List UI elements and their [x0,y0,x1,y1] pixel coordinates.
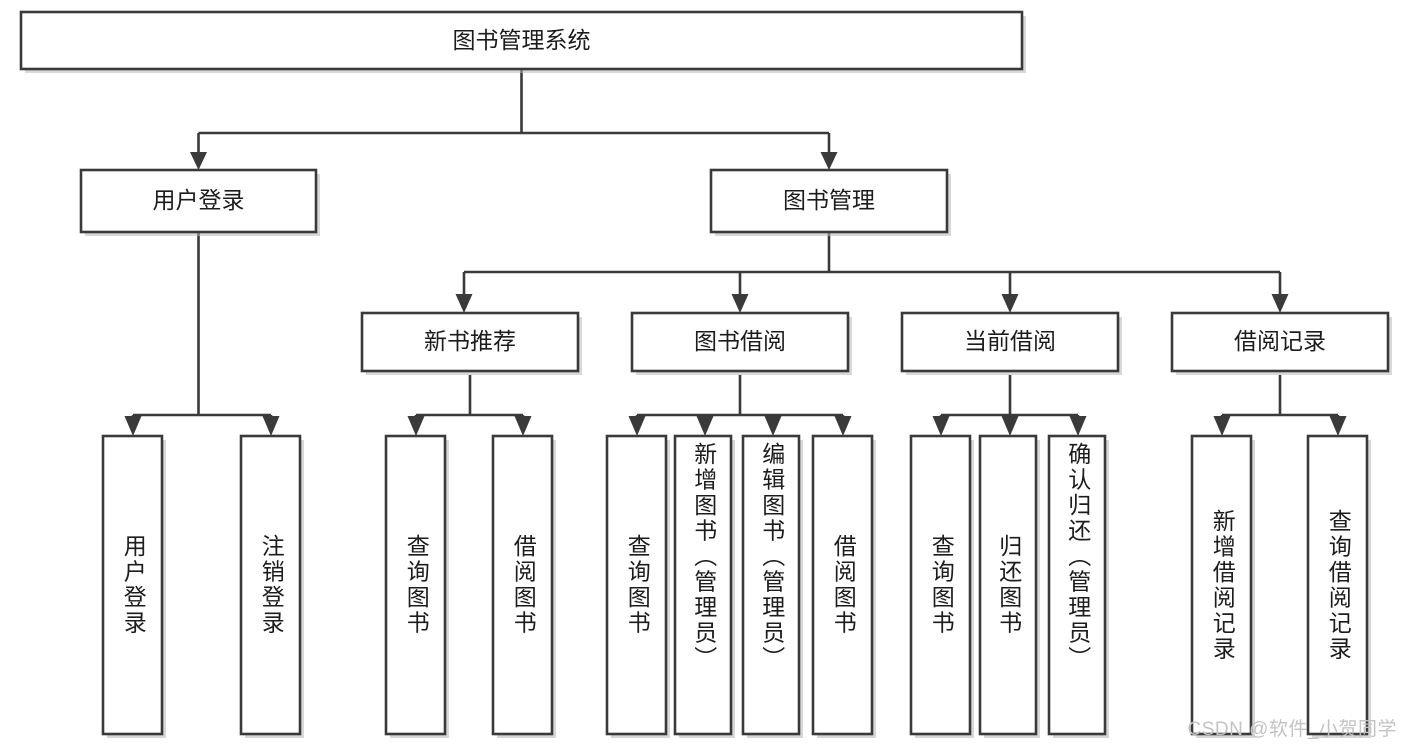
node-leaf-query-book-3-box[interactable] [909,434,972,736]
node-borrow-record[interactable]: 借阅记录 [1170,311,1392,375]
node-leaf-user-login-box[interactable] [101,434,164,736]
node-leaf-query-book-2[interactable] [605,434,670,738]
arrow-head-borrow-book-1 [514,416,532,436]
watermark: CSDN @软件_小贺同学 [1187,719,1397,740]
arrow-head-query-record [1329,416,1347,436]
arrow-head-query-book-3 [932,416,950,436]
node-root[interactable]: 图书管理系统 [19,10,1026,73]
node-user-login-label: 用户登录 [153,187,245,213]
connector-group-user-login [124,232,280,436]
arrow-head-borrow-book-2 [834,416,852,436]
connector-group-new-book-recommend [407,375,532,436]
connector-group-book-manage [455,232,1289,313]
connector-group-book-borrow [628,375,852,436]
node-current-borrow-box[interactable] [900,311,1120,373]
node-leaf-borrow-book-2-box[interactable] [811,434,874,736]
node-leaf-return-book[interactable] [978,434,1040,738]
node-new-book-recommend-box[interactable] [360,311,580,373]
connector-group-root [190,69,838,170]
node-leaf-query-book-3[interactable] [909,434,974,738]
node-leaf-add-record[interactable] [1190,434,1255,738]
arrow-head-user-login [190,152,207,170]
arrow-head-edit-book [764,416,782,436]
arrow-head-query-book-2 [628,416,646,436]
node-leaf-logout[interactable] [239,434,304,738]
arrow-head-book-borrow [731,294,749,313]
arrow-head-return-book [1001,416,1019,436]
arrow-head-new-book [455,294,473,313]
node-leaf-query-record[interactable] [1306,434,1371,738]
node-book-borrow[interactable]: 图书借阅 [630,311,852,375]
node-leaf-add-record-box[interactable] [1190,434,1253,736]
node-leaf-query-record-box[interactable] [1306,434,1369,736]
arrow-head-leaf-logout [262,416,280,436]
node-book-manage[interactable]: 图书管理 [709,168,951,236]
arrow-head-book-manage [820,152,838,170]
node-book-manage-box[interactable] [709,168,949,234]
arrow-head-add-record [1213,416,1231,436]
node-book-borrow-box[interactable] [630,311,850,373]
node-leaf-edit-book-box[interactable] [741,434,801,736]
node-leaf-query-book-2-box[interactable] [605,434,668,736]
node-leaf-return-book-box[interactable] [978,434,1038,736]
arrow-head-add-book [696,416,714,436]
connector-group-current-borrow [932,375,1087,436]
node-leaf-query-book-1-box[interactable] [384,434,447,736]
arrow-head-query-book-1 [407,416,425,436]
node-leaf-borrow-book-2[interactable] [811,434,876,738]
node-borrow-record-label: 借阅记录 [1234,328,1326,354]
node-borrow-record-box[interactable] [1170,311,1390,373]
arrow-head-leaf-user-login [124,416,142,436]
node-new-book-recommend[interactable]: 新书推荐 [360,311,582,375]
node-current-borrow-label: 当前借阅 [964,328,1056,354]
node-book-borrow-label: 图书借阅 [694,328,786,354]
connector-group-borrow-record [1213,375,1347,436]
node-leaf-add-book[interactable] [673,434,735,738]
node-leaf-query-book-1[interactable] [384,434,449,738]
node-new-book-recommend-label: 新书推荐 [424,328,516,354]
node-leaf-confirm-return-box[interactable] [1047,434,1107,736]
arrow-head-borrow-record [1271,294,1289,313]
node-leaf-borrow-book-1-box[interactable] [491,434,554,736]
node-leaf-add-book-box[interactable] [673,434,733,736]
node-user-login[interactable]: 用户登录 [79,168,320,236]
node-leaf-user-login[interactable] [101,434,166,738]
arrow-head-current-borrow [1001,294,1019,313]
node-user-login-box[interactable] [79,168,318,234]
node-leaf-edit-book[interactable] [741,434,803,738]
node-leaf-borrow-book-1[interactable] [491,434,556,738]
node-book-manage-label: 图书管理 [783,187,875,213]
node-leaf-confirm-return[interactable] [1047,434,1109,738]
arrow-head-confirm-return [1069,416,1087,436]
node-root-label: 图书管理系统 [453,27,591,53]
node-root-box[interactable] [19,10,1024,71]
node-leaf-logout-box[interactable] [239,434,302,736]
node-current-borrow[interactable]: 当前借阅 [900,311,1122,375]
